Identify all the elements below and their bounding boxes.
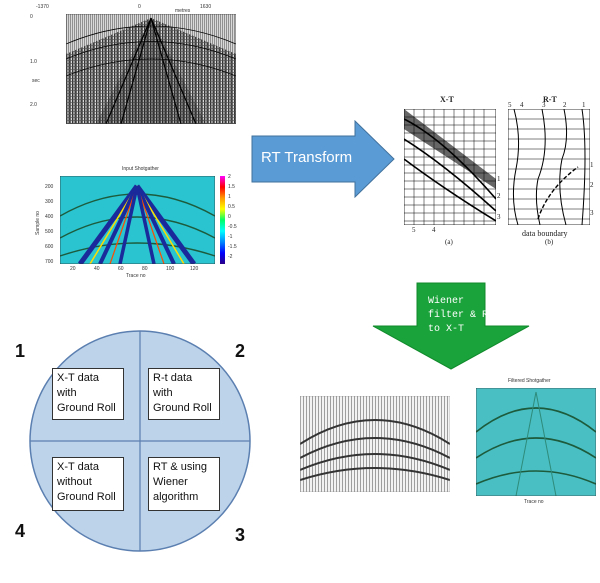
colorbar-tick: -1.5: [228, 244, 237, 250]
box-line: Ground Roll: [57, 491, 116, 503]
x-ticks: 20 40 60 80 100 120: [70, 266, 220, 274]
rt-transform-arrow: RT Transform: [251, 120, 396, 198]
colorbar-ticks: 2 1.5 1 0.5 0 -0.5 -1 -1.5 -2: [228, 174, 244, 266]
y-tick-0: 0: [30, 14, 33, 20]
colorbar-tick: -2: [228, 254, 233, 260]
y-tick: 600: [45, 244, 54, 250]
xt-title: X-T: [440, 95, 454, 104]
rt-top-number: 5: [508, 101, 512, 109]
rt-top-numbers: 5 4 3 2 1: [508, 101, 588, 109]
rt-title: R-T: [543, 95, 557, 104]
x-tick: 60: [118, 266, 124, 272]
x-tick: 20: [70, 266, 76, 272]
rt-side-number: 2: [590, 181, 594, 189]
box-line: Ground Roll: [57, 402, 116, 414]
quadrant-number-2: 2: [235, 341, 246, 361]
wiener-label-line-1: Wiener: [428, 296, 465, 307]
colorbar-tick: 1.5: [228, 184, 235, 190]
chart-title: Filtered Shotgather: [508, 378, 551, 384]
rt-sublabel: data boundary: [522, 229, 568, 238]
x-tick: 100: [166, 266, 175, 272]
wiener-filter-arrow: Wiener filter & RT to X-T: [372, 282, 530, 370]
input-shotgather-plot: [60, 176, 215, 264]
rt-top-number: 3: [542, 101, 546, 109]
colorbar-tick: 0: [228, 214, 231, 220]
xt-bottom-number: 4: [432, 226, 436, 234]
colorbar: [220, 176, 225, 264]
seismic-traces-plot: [66, 14, 236, 124]
quadrant-diagram: 1 2 3 4 X-T data with Ground Roll R-t da…: [0, 325, 260, 580]
x-tick-mid: 0: [138, 4, 141, 10]
xt-bottom-number: 5: [412, 226, 416, 234]
quadrant-box-1: X-T data with Ground Roll: [52, 368, 124, 420]
xt-caption: (a): [445, 238, 453, 246]
quadrant-number-4: 4: [15, 521, 26, 541]
y-axis-label: Sample no: [34, 211, 41, 235]
xt-side-number: 3: [497, 213, 501, 221]
y-tick-2: 2.0: [30, 102, 37, 108]
right-arrow-shape: [251, 120, 395, 198]
quadrant-number-1: 1: [15, 341, 26, 361]
wiener-label-line-2: filter & RT: [428, 310, 495, 321]
box-line: R-t data: [153, 372, 193, 384]
colorbar-tick: 1: [228, 194, 231, 200]
rt-top-number: 1: [582, 101, 586, 109]
x-axis-label: Trace no: [126, 273, 146, 279]
colorbar-tick: -1: [228, 234, 233, 240]
input-shotgather-figure: Input Shotgather Sample no 200 300 400 5…: [30, 160, 245, 280]
top-shotgather-figure: -1370 0 metres 1630 0 1.0 sec 2.0: [30, 4, 240, 126]
result-gather-plot: [300, 396, 450, 492]
y-tick: 200: [45, 184, 54, 190]
x-axis-label: Trace no: [524, 499, 544, 505]
x-tick-left: -1370: [36, 4, 49, 10]
box-line: with: [153, 387, 173, 399]
rt-plot: [508, 109, 590, 225]
y-tick: 500: [45, 229, 54, 235]
wiener-label-line-3: to X-T: [428, 324, 465, 335]
box-line: Wiener: [153, 476, 188, 488]
x-tick: 80: [142, 266, 148, 272]
filtered-shotgather-figure: Filtered Shotgather Trace no: [462, 378, 600, 508]
box-line: X-T data: [57, 461, 99, 473]
quadrant-circle: [29, 330, 251, 552]
rt-transform-label: RT Transform: [261, 149, 353, 166]
x-tick-right: 1630: [200, 4, 212, 10]
down-arrow-shape: [372, 282, 530, 370]
rt-caption: (b): [545, 238, 554, 246]
x-tick: 40: [94, 266, 100, 272]
colorbar-tick: 2: [228, 174, 231, 180]
rt-side-number: 3: [590, 209, 594, 217]
quadrant-number-3: 3: [235, 525, 246, 545]
rt-top-number: 2: [563, 101, 567, 109]
y-tick-1: 1.0: [30, 59, 37, 65]
xt-rt-figure: X-T R-T 5 4 3 2 1 1 2 3 5 4: [400, 95, 600, 260]
x-tick: 120: [190, 266, 199, 272]
box-line: without: [57, 476, 92, 488]
colorbar-tick: 0.5: [228, 204, 235, 210]
box-line: Ground Roll: [153, 402, 212, 414]
rt-side-number: 1: [590, 161, 594, 169]
box-line: algorithm: [153, 491, 199, 503]
y-axis-label: sec: [32, 78, 40, 84]
xt-plot: [404, 109, 496, 225]
y-tick: 300: [45, 199, 54, 205]
filtered-shotgather-plot: [476, 388, 596, 496]
x-axis-label: metres: [175, 8, 191, 14]
quadrant-box-2: R-t data with Ground Roll: [148, 368, 220, 420]
y-tick: 400: [45, 214, 54, 220]
colorbar-tick: -0.5: [228, 224, 237, 230]
rt-top-number: 4: [520, 101, 524, 109]
box-line: with: [57, 387, 77, 399]
box-line: X-T data: [57, 372, 99, 384]
xt-side-number: 1: [497, 175, 501, 183]
y-tick: 700: [45, 259, 54, 265]
quadrant-box-4: X-T data without Ground Roll: [52, 457, 124, 511]
chart-title: Input Shotgather: [122, 166, 159, 172]
y-ticks: 200 300 400 500 600 700: [45, 184, 59, 268]
box-line: RT & using: [153, 461, 208, 473]
quadrant-box-3: RT & using Wiener algorithm: [148, 457, 220, 511]
xt-side-number: 2: [497, 192, 501, 200]
